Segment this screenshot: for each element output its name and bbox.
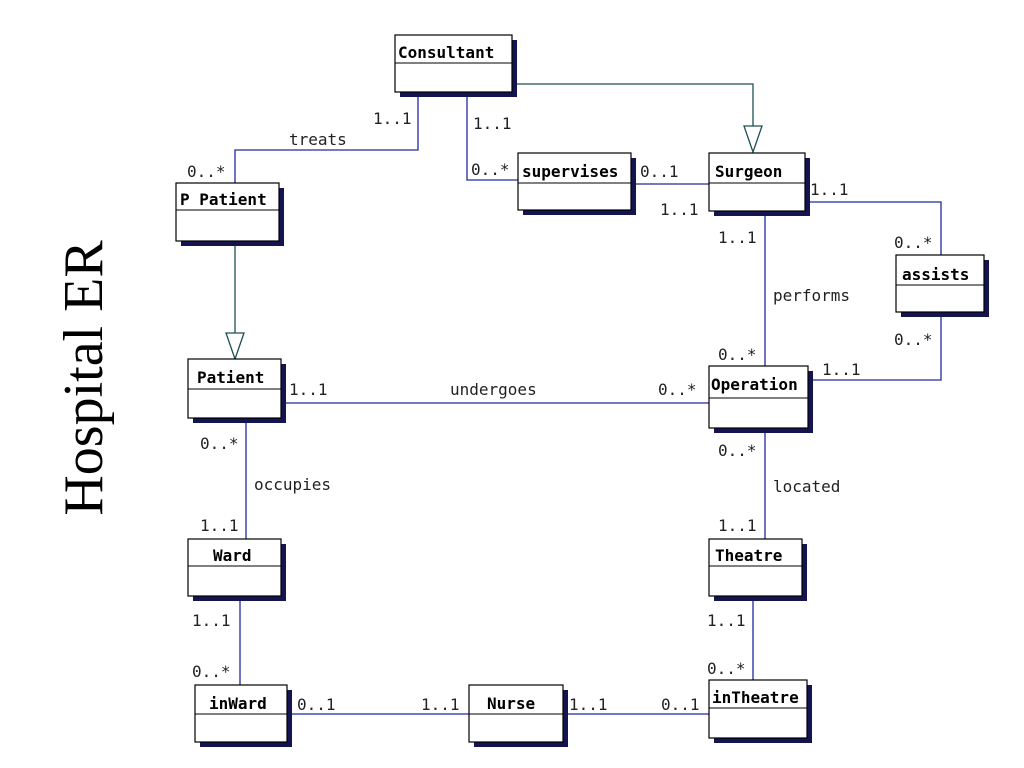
class-box-nurse[interactable]: Nurse xyxy=(468,684,568,747)
mult-surgeon-assists: 1..1 xyxy=(810,180,849,199)
mult-nurse-left: 1..1 xyxy=(421,695,460,714)
class-label-patient: Patient xyxy=(197,368,264,387)
mult-supervises-right: 0..1 xyxy=(640,162,679,181)
mult-assists-top: 0..* xyxy=(894,233,933,252)
class-box-surgeon[interactable]: Surgeon xyxy=(708,152,810,216)
assoc-occupies: occupies xyxy=(254,475,331,494)
class-box-assists[interactable]: assists xyxy=(895,254,989,317)
assists-top-line xyxy=(805,201,942,255)
class-label-ward: Ward xyxy=(213,546,252,565)
class-box-supervises[interactable]: supervises xyxy=(517,152,636,215)
class-label-intheatre: inTheatre xyxy=(712,688,799,707)
class-box-theatre[interactable]: Theatre xyxy=(708,538,807,601)
class-label-theatre: Theatre xyxy=(715,546,782,565)
class-label-inward: inWard xyxy=(209,694,267,713)
ppatient-to-patient-arrowhead xyxy=(225,332,245,361)
class-box-ward[interactable]: Ward xyxy=(187,538,286,601)
class-label-surgeon: Surgeon xyxy=(715,162,782,181)
supervises-left-line xyxy=(466,97,518,181)
class-label-supervises: supervises xyxy=(522,162,618,181)
association-names: treats performs undergoes occupies locat… xyxy=(254,130,850,496)
mult-operation-undergoes: 0..* xyxy=(658,380,697,399)
mult-consultant-treats: 1..1 xyxy=(373,109,412,128)
assists-bottom-line xyxy=(808,312,942,381)
class-label-operation: Operation xyxy=(711,375,798,394)
mult-patient-treats: 0..* xyxy=(187,162,226,181)
mult-patient-occupies: 0..* xyxy=(200,434,239,453)
mult-intheatre-left: 0..1 xyxy=(661,695,700,714)
class-box-operation[interactable]: Operation xyxy=(708,365,813,433)
class-box-intheatre[interactable]: inTheatre xyxy=(708,679,812,743)
class-box-p-patient[interactable]: P Patient xyxy=(175,182,284,246)
mult-supervises-left: 0..* xyxy=(471,160,510,179)
mult-inward-right: 0..1 xyxy=(297,695,336,714)
mult-inward-top: 0..* xyxy=(192,662,231,681)
mult-intheatre-top: 0..* xyxy=(707,659,746,678)
diagram-title: Hospital ER xyxy=(53,240,115,516)
consultant-to-surgeon-line xyxy=(517,83,754,126)
mult-surgeon-supervises: 1..1 xyxy=(660,200,699,219)
assoc-located: located xyxy=(773,477,840,496)
mult-patient-undergoes: 1..1 xyxy=(289,380,328,399)
consultant-to-surgeon-arrowhead xyxy=(743,125,763,154)
mult-operation-located: 0..* xyxy=(718,441,757,460)
mult-nurse-right: 1..1 xyxy=(569,695,608,714)
association-lines xyxy=(234,97,942,715)
assoc-treats: treats xyxy=(289,130,347,149)
mult-ward-occupies: 1..1 xyxy=(200,516,239,535)
multiplicities: 1..1 0..* 1..1 0..* 0..1 1..1 1..1 0..* … xyxy=(187,109,933,714)
generalization-arrows xyxy=(225,83,763,361)
class-label-p-patient: P Patient xyxy=(180,190,267,209)
mult-assists-bottom: 0..* xyxy=(894,330,933,349)
class-box-patient[interactable]: Patient xyxy=(187,358,286,423)
assoc-performs: performs xyxy=(773,286,850,305)
mult-ward-inward: 1..1 xyxy=(192,611,231,630)
mult-operation-assists: 1..1 xyxy=(822,360,861,379)
class-box-consultant[interactable]: Consultant xyxy=(394,34,517,97)
mult-theatre-intheatre: 1..1 xyxy=(707,611,746,630)
mult-operation-performs: 0..* xyxy=(718,345,757,364)
mult-theatre-located: 1..1 xyxy=(718,516,757,535)
mult-surgeon-performs: 1..1 xyxy=(718,228,757,247)
class-box-inward[interactable]: inWard xyxy=(194,684,292,747)
class-label-assists: assists xyxy=(902,265,969,284)
class-label-consultant: Consultant xyxy=(398,43,494,62)
mult-consultant-supervises: 1..1 xyxy=(473,114,512,133)
class-label-nurse: Nurse xyxy=(487,694,535,713)
treats-line xyxy=(234,97,419,183)
assoc-undergoes: undergoes xyxy=(450,380,537,399)
